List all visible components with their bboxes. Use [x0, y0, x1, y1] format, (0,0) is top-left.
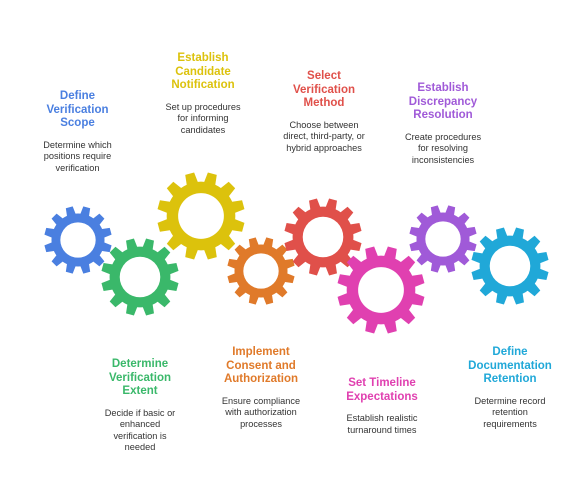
step-description: Decide if basic or enhanced verification… [104, 407, 176, 453]
gear-hole [425, 221, 461, 257]
step-description: Choose between direct, third-party, or h… [283, 119, 365, 153]
step-title: Set Timeline Expectations [346, 377, 418, 403]
gear-candidate-notification-icon [157, 172, 245, 260]
step-title: Define Documentation Retention [468, 346, 552, 385]
gear-hole [119, 256, 161, 298]
gear-hole [302, 216, 344, 258]
step-verification-method: Select Verification Method Choose betwee… [270, 70, 378, 154]
step-title: Determine Verification Extent [109, 358, 171, 397]
step-title: Establish Candidate Notification [171, 52, 235, 91]
gear-hole [60, 222, 96, 258]
step-discrepancy-resolution: Establish Discrepancy Resolution Create … [388, 82, 498, 166]
gear-determine-extent-icon [101, 238, 179, 316]
step-documentation-retention: Define Documentation Retention Determine… [456, 346, 564, 430]
step-description: Determine which positions require verifi… [43, 139, 112, 173]
step-title: Define Verification Scope [46, 90, 109, 129]
step-title: Select Verification Method [293, 70, 355, 109]
gear-consent-authorization-icon [227, 237, 295, 305]
step-description: Establish realistic turnaround times [346, 413, 418, 435]
step-consent-authorization: Implement Consent and Authorization Ensu… [208, 346, 314, 430]
gear-timeline-expectations-icon [337, 246, 425, 334]
gear-define-scope-icon [44, 206, 112, 274]
step-description: Determine record retention requirements [474, 395, 546, 429]
gear-discrepancy-resolution-icon [409, 205, 477, 273]
gear-hole [358, 267, 404, 313]
step-define-scope: Define Verification Scope Determine whic… [25, 90, 130, 174]
step-description: Ensure compliance with authorization pro… [221, 395, 301, 429]
step-determine-extent: Determine Verification Extent Decide if … [88, 358, 192, 454]
step-description: Create procedures for resolving inconsis… [404, 131, 482, 165]
gear-verification-method-icon [284, 198, 362, 276]
step-title: Implement Consent and Authorization [223, 346, 299, 385]
gear-documentation-retention-icon [471, 227, 549, 305]
gear-hole [243, 253, 279, 289]
step-timeline-expectations: Set Timeline Expectations Establish real… [330, 377, 434, 436]
gear-hole [178, 193, 224, 239]
step-candidate-notification: Establish Candidate Notification Set up … [148, 52, 258, 136]
gear-hole [489, 245, 531, 287]
step-title: Establish Discrepancy Resolution [408, 82, 478, 121]
step-description: Set up procedures for informing candidat… [165, 101, 241, 135]
